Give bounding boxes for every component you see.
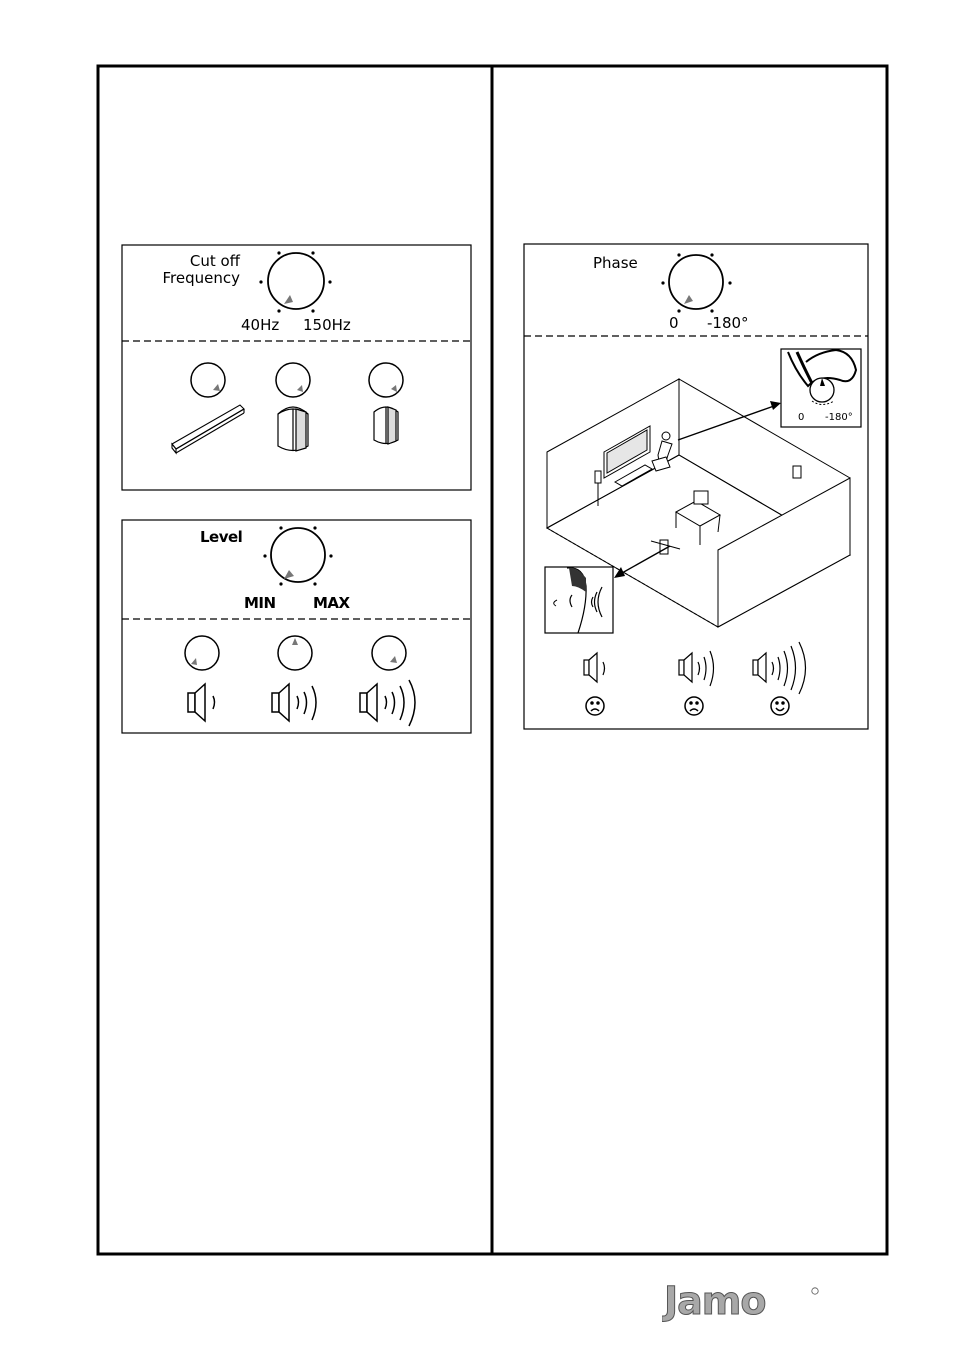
phase-min-label: 0 (669, 315, 679, 332)
arrow-to-listener (614, 546, 670, 578)
inset-min-label: 0 (798, 412, 804, 424)
phase-dial (661, 253, 731, 312)
small-satellite-dial (369, 363, 403, 397)
speaker-medium-icon (272, 684, 316, 721)
cutoff-frequency-dial (259, 251, 331, 312)
cutoff-label-line2: Frequency (140, 270, 240, 287)
level-figure (122, 520, 471, 733)
jamo-logo: Jamo (662, 1281, 822, 1323)
crossover-max-label: 150Hz (303, 317, 351, 334)
level-min-dial (185, 636, 219, 670)
phase-speaker-high-icon (753, 642, 806, 694)
speaker-high-icon (360, 680, 415, 726)
speaker-low-icon (188, 684, 215, 721)
phase-speaker-medium-icon (679, 651, 714, 686)
happy-face-icon (771, 697, 789, 715)
crossover-min-label: 40Hz (241, 317, 279, 334)
sofa-figure (676, 491, 720, 545)
sad-face-icon (586, 697, 604, 715)
soundbar-dial (191, 363, 225, 397)
inset-max-label: -180° (825, 412, 853, 424)
sad-face-icon (685, 697, 703, 715)
large-speaker-icon (278, 407, 308, 451)
level-dial (263, 526, 332, 585)
level-min-label: MIN (244, 595, 276, 612)
level-max-dial (372, 636, 406, 670)
phase-max-label: -180° (707, 315, 749, 332)
small-speaker-icon (374, 407, 398, 444)
listener-ear-inset (545, 567, 613, 633)
jamo-logo-text: Jamo (662, 1281, 765, 1323)
cutoff-label-line1: Cut off (140, 253, 240, 270)
phase-speaker-low-icon (584, 653, 605, 682)
soundbar-icon (172, 405, 244, 453)
phase-label: Phase (593, 255, 638, 272)
large-satellite-dial (276, 363, 310, 397)
phase-figure (524, 244, 868, 729)
level-label: Level (200, 529, 242, 546)
level-max-label: MAX (313, 595, 350, 612)
level-mid-dial (278, 636, 312, 670)
cutoff-label: Cut off Frequency (140, 253, 240, 287)
